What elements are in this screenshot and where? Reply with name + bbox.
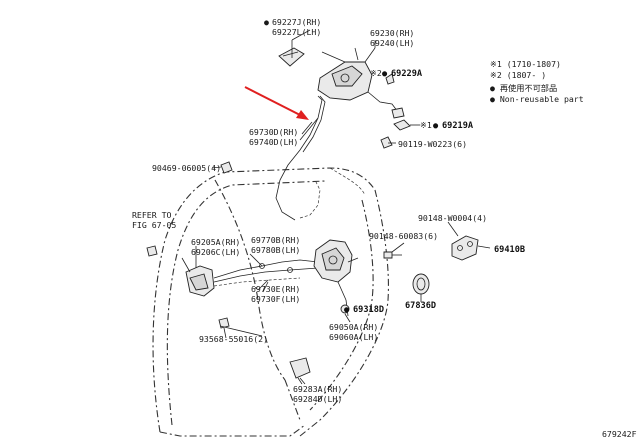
label-dot-69227: ● xyxy=(264,17,269,27)
label-69229a: 69229A xyxy=(391,69,423,79)
label-dot-69219a: ● xyxy=(433,121,439,131)
label-69730e: 69730E(RH) xyxy=(251,284,300,294)
small-parts xyxy=(146,73,430,385)
label-69284d: 69284D(LH) xyxy=(293,394,342,404)
callout-arrow xyxy=(244,86,309,120)
label-69205a: 69205A(RH) xyxy=(191,237,240,247)
upper-lock-assembly xyxy=(317,40,405,119)
label-69227j: 69227J(RH) xyxy=(272,17,321,27)
door-lock-assembly xyxy=(313,239,359,317)
label-69318d: 69318D xyxy=(353,305,384,315)
striker xyxy=(447,221,491,261)
diagram-code: 679242F xyxy=(602,429,637,439)
label-69740d: 69740D(LH) xyxy=(249,137,298,147)
inner-handle xyxy=(181,257,215,297)
label-69240: 69240(LH) xyxy=(370,38,414,48)
label-dot-69318d: ● xyxy=(344,305,350,315)
label-69730f: 69730F(LH) xyxy=(251,294,300,304)
label-dot-69229a: ● xyxy=(382,69,388,79)
label-69219a: 69219A xyxy=(442,121,474,131)
label-90148-60083: 90148-60083(6) xyxy=(369,231,438,241)
label-mark-69229a: ※2 xyxy=(370,68,382,78)
label-67836d: 67836D xyxy=(405,301,436,311)
label-69206c: 69206C(LH) xyxy=(191,247,240,257)
label-refer-line2: FIG 67-05 xyxy=(132,220,176,230)
legend-line-3: ● 再使用不可部品 xyxy=(490,83,557,93)
label-90469: 90469-06005(4) xyxy=(152,163,221,173)
legend-line-1: ※1 (1710-1807) xyxy=(490,59,561,69)
label-69410b: 69410B xyxy=(494,245,525,255)
label-69060a: 69060A(LH) xyxy=(329,332,378,342)
label-69770b: 69770B(RH) xyxy=(251,235,300,245)
door-outline xyxy=(152,167,389,437)
legend-line-2: ※2 (1807- ) xyxy=(490,70,546,80)
label-mark-69219a: ※1 xyxy=(420,120,432,130)
label-69780b: 69780B(LH) xyxy=(251,245,300,255)
label-69050a: 69050A(RH) xyxy=(329,322,378,332)
cables xyxy=(213,253,319,291)
part-labels: ● 69227J(RH) 69227L(LH) 69230(RH) 69240(… xyxy=(132,17,525,404)
legend-line-4: ● Non-reusable part xyxy=(490,94,584,104)
label-93568: 93568-55016(2) xyxy=(199,334,268,344)
bracket-69227 xyxy=(278,29,311,67)
label-69730d: 69730D(RH) xyxy=(249,127,298,137)
rod-69730d xyxy=(275,95,326,221)
label-69227l: 69227L(LH) xyxy=(272,27,321,37)
label-69283a: 69283A(RH) xyxy=(293,384,342,394)
label-69230: 69230(RH) xyxy=(370,28,414,38)
label-refer-line1: REFER TO xyxy=(132,210,172,220)
leader-lines xyxy=(195,47,359,385)
label-90119: 90119-W0223(6) xyxy=(398,139,467,149)
legend: ※1 (1710-1807) ※2 (1807- ) ● 再使用不可部品 ● N… xyxy=(490,59,584,104)
label-90148-w0004: 90148-W0004(4) xyxy=(418,213,487,223)
